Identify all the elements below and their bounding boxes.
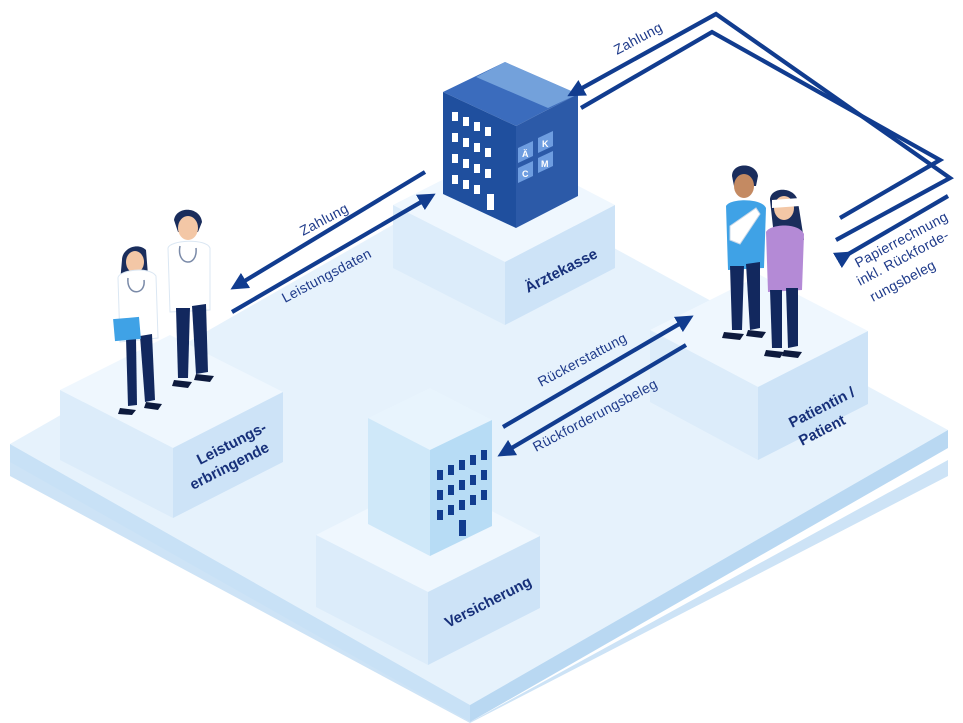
arrow-insurance-to-patient: [501, 315, 694, 429]
leistungserbringende-block: Leistungs- erbringende: [60, 335, 283, 518]
logo-letter-m: M: [541, 159, 549, 169]
arrow-provider-to-kasse: [230, 193, 436, 314]
doctor-male-figure: [167, 209, 214, 388]
logo-letter-k: K: [542, 139, 549, 149]
arrow-kasse-to-patient-loop: [579, 29, 945, 220]
logo-letter-c: C: [522, 169, 529, 179]
flow-label-zahlung-patient: Zahlung: [611, 19, 665, 58]
aek-logo: Ä K C M: [518, 131, 553, 183]
versicherung-building: [368, 388, 492, 556]
logo-letter-ae: Ä: [522, 149, 529, 159]
patient-female-figure: [764, 189, 804, 358]
arrow-patient-to-insurance: [497, 343, 688, 457]
aerztekasse-building: Ä K C M: [443, 62, 578, 228]
aerztekasse-windows: [452, 112, 494, 210]
doctor-female-figure: [113, 246, 162, 415]
versicherung-windows: [437, 450, 487, 536]
arrow-patient-to-kasse-loop: [567, 11, 954, 269]
patient-male-figure: [722, 165, 766, 340]
arrow-kasse-to-provider: [230, 170, 427, 290]
